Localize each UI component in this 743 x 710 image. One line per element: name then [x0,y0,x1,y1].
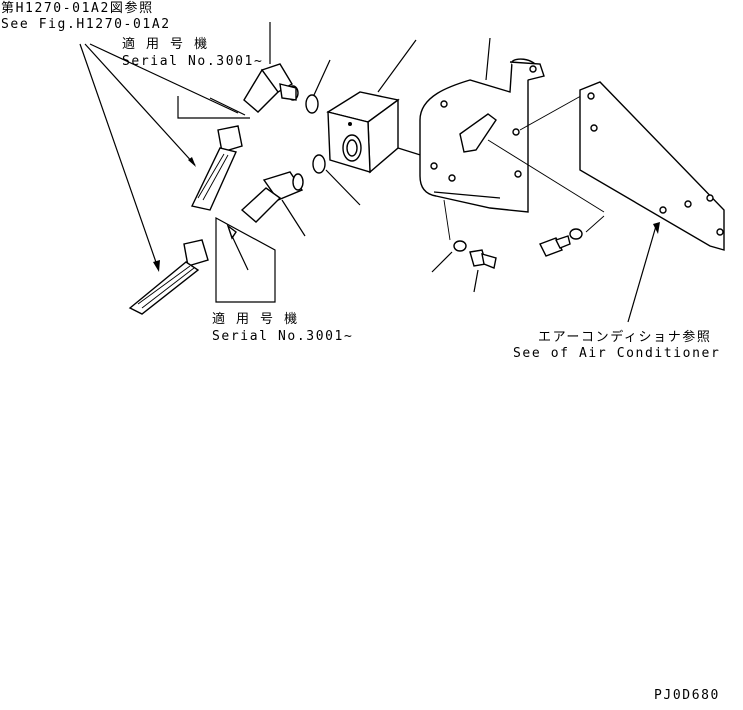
bracket-plate [419,37,605,213]
o-ring-bottom [312,154,326,174]
drawing-code-label: PJ0D680 [654,688,720,703]
aircon-jp-label: エアーコンディショナ参照 [538,330,712,345]
hose-top [190,125,243,211]
serial-bottom-jp-label: 適 用 号 機 [212,312,299,327]
valve-block [326,39,431,174]
hose-bottom [128,239,209,315]
serial-bracket-top [177,96,250,119]
o-ring-top-leader [313,59,331,96]
o-ring-bottom-leader [325,169,361,206]
reference-leader-arrows [79,43,239,272]
o-ring-top [305,94,319,114]
serial-bracket-bottom [215,216,276,303]
straight-fitting [240,171,306,237]
washer-bolt-right [539,215,605,257]
aircon-plate [579,81,725,323]
washer-bolt-lower [431,199,497,293]
ref-fig-en-label: See Fig.H1270-01A2 [1,17,171,32]
elbow-fitting [243,22,299,113]
serial-top-jp-label: 適 用 号 機 [122,37,209,52]
serial-top-en-label: Serial No.3001~ [122,54,264,69]
aircon-en-label: See of Air Conditioner [513,346,721,361]
ref-fig-jp-label: 第H1270-01A2図参照 [1,1,154,16]
serial-bottom-en-label: Serial No.3001~ [212,329,354,344]
